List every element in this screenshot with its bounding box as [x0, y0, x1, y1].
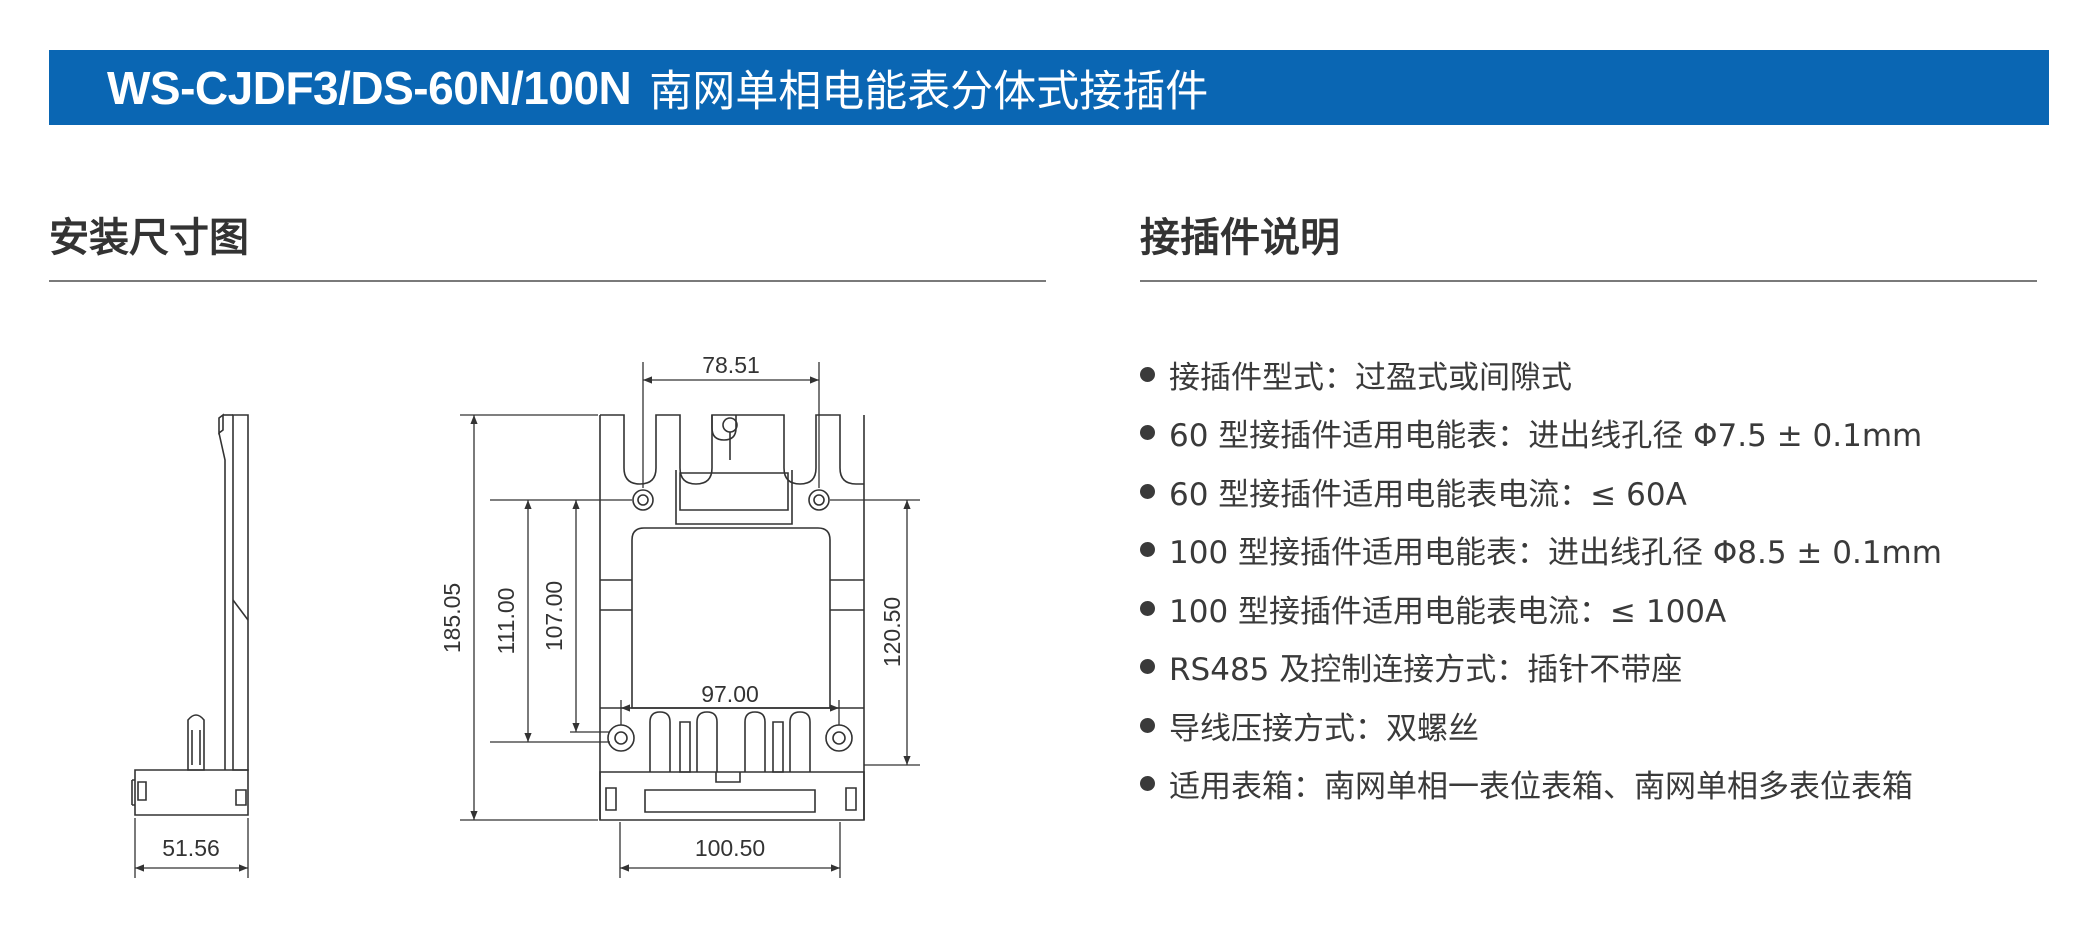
model-number: WS-CJDF3/DS-60N/100N	[107, 61, 632, 114]
bullet-icon	[1140, 366, 1155, 382]
list-item: 100 型接插件适用电能表电流：≤ 100A	[1140, 579, 1942, 638]
list-item: 60 型接插件适用电能表电流：≤ 60A	[1140, 462, 1942, 521]
list-item: RS485 及控制连接方式：插针不带座	[1140, 638, 1942, 697]
install-section-title: 安装尺寸图	[49, 215, 249, 261]
list-item: 接插件型式：过盈式或间隙式	[1140, 345, 1942, 404]
list-item: 100 型接插件适用电能表：进出线孔径 Φ8.5 ± 0.1mm	[1140, 521, 1942, 580]
bullet-icon	[1140, 717, 1155, 733]
install-section-divider	[49, 280, 1046, 282]
dim-side-width: 51.56	[162, 835, 220, 861]
dimension-lines	[134, 362, 920, 878]
bullet-icon	[1140, 542, 1155, 558]
list-item: 60 型接插件适用电能表：进出线孔径 Φ7.5 ± 0.1mm	[1140, 404, 1942, 463]
bullet-icon	[1140, 600, 1155, 616]
installation-dimension-drawing: 51.56 78.51 185.05 111.00 107.00 97.00 1…	[131, 352, 920, 878]
dim-height-107: 107.00	[541, 581, 567, 651]
dim-bottom-width: 100.50	[695, 835, 765, 861]
side-view-outline	[131, 413, 249, 816]
dim-total-height: 185.05	[439, 583, 465, 653]
product-name: 南网单相电能表分体式接插件	[649, 66, 1209, 117]
front-view-outline	[599, 414, 865, 821]
bullet-icon	[1140, 425, 1155, 441]
dim-height-111: 111.00	[493, 588, 519, 655]
header-banner: WS-CJDF3/DS-60N/100N 南网单相电能表分体式接插件	[49, 50, 2049, 125]
list-item: 导线压接方式：双螺丝	[1140, 696, 1942, 755]
dim-right-height: 120.50	[879, 597, 905, 667]
list-item: 适用表箱：南网单相一表位表箱、南网单相多表位表箱	[1140, 755, 1942, 814]
spec-list: 接插件型式：过盈式或间隙式 60 型接插件适用电能表：进出线孔径 Φ7.5 ± …	[1140, 345, 1942, 813]
bullet-icon	[1140, 659, 1155, 675]
spec-section-title: 接插件说明	[1140, 215, 1340, 261]
bullet-icon	[1140, 776, 1155, 792]
dim-mid-width: 97.00	[701, 681, 759, 707]
bullet-icon	[1140, 483, 1155, 499]
dim-top-width: 78.51	[702, 352, 760, 378]
spec-section-divider	[1140, 280, 2037, 282]
